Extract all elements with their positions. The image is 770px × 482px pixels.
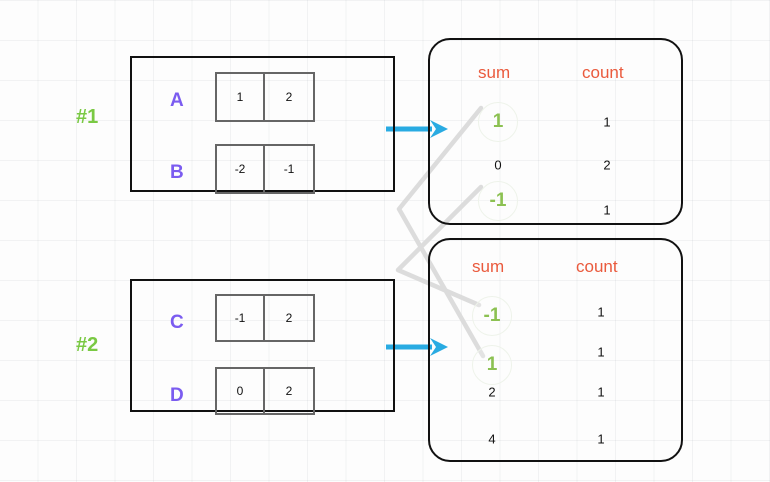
agg-table-2: sum count -1 1 1 1 2 1 4 1 <box>428 238 683 462</box>
row-cells-b: -2 -1 <box>215 144 315 194</box>
table-2-header-count: count <box>576 257 618 276</box>
table-2-row-4-sum: 4 <box>488 431 496 447</box>
table-1-header-sum: sum <box>478 63 511 82</box>
table-2-row-3-count: 1 <box>597 384 605 400</box>
row-cells-d: 0 2 <box>215 367 315 415</box>
cell-b-0: -2 <box>217 146 266 192</box>
table-1-header-count: count <box>582 63 624 82</box>
table-1-row-1-count: 1 <box>603 114 611 130</box>
table-1-row-1-sum: 1 <box>492 111 504 132</box>
table-2-row-1-count: 1 <box>597 304 605 320</box>
table-2-row-2-sum: 1 <box>486 354 498 375</box>
highlight-circle-t2-r1 <box>472 296 512 336</box>
partition-label-1: #1 <box>76 106 99 128</box>
partition-label-2: #2 <box>76 334 99 356</box>
row-label-c: C <box>170 312 184 333</box>
partition-block-2: C -1 2 D 0 2 <box>130 279 395 415</box>
table-1-row-2-count: 2 <box>603 157 611 173</box>
cell-c-1: 2 <box>285 311 293 325</box>
cell-a-0: 1 <box>217 74 266 120</box>
cell-a-1: 2 <box>285 90 293 104</box>
table-2-header-sum: sum <box>472 257 505 276</box>
row-cells-c: -1 2 <box>215 294 315 342</box>
table-2-row-4-count: 1 <box>597 431 605 447</box>
cell-d-0: 0 <box>217 369 266 413</box>
row-label-a: A <box>170 90 184 111</box>
highlight-circle-t1-r3 <box>478 181 518 221</box>
highlight-circle-t2-r2 <box>472 345 512 385</box>
row-cells-a: 1 2 <box>215 72 315 122</box>
row-label-d: D <box>170 385 184 406</box>
table-1-row-3-count: 1 <box>603 202 611 218</box>
table-1-row-3-sum: -1 <box>489 190 507 211</box>
partition-block-1: A 1 2 B -2 -1 <box>130 56 395 194</box>
table-2-row-3-sum: 2 <box>488 384 496 400</box>
cell-b-1: -1 <box>283 162 295 176</box>
table-2-row-2-count: 1 <box>597 344 605 360</box>
agg-table-1: sum count 1 1 0 2 -1 1 <box>428 38 683 225</box>
cell-d-1: 2 <box>285 384 293 398</box>
cell-c-0: -1 <box>217 296 266 340</box>
row-label-b: B <box>170 162 184 183</box>
highlight-circle-t1-r1 <box>478 102 518 142</box>
table-2-row-1-sum: -1 <box>483 305 501 326</box>
table-1-row-2-sum: 0 <box>494 157 502 173</box>
